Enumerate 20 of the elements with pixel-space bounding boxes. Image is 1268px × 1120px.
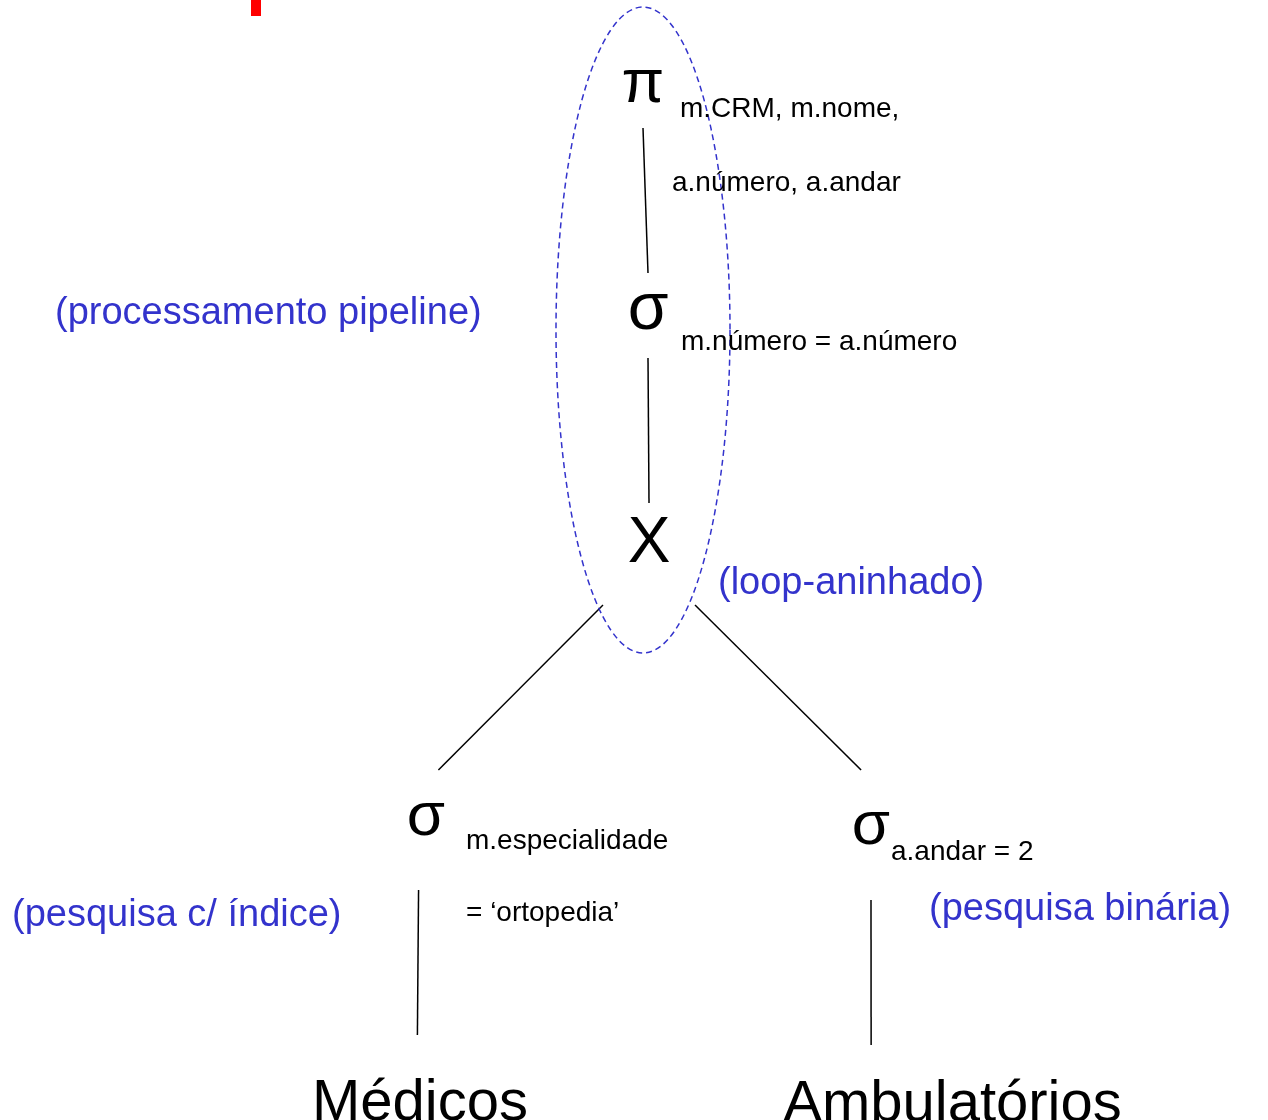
tree-line xyxy=(416,889,420,1036)
tree-line xyxy=(870,899,872,1046)
operator-condition: m.CRM, m.nome, a.número, a.andar xyxy=(672,91,902,199)
annotation: (pesquisa binária) xyxy=(929,886,1232,929)
tree-line xyxy=(694,604,862,771)
operator-symbol: σ xyxy=(406,783,446,845)
operator-condition: a.andar = 2 xyxy=(891,835,1034,867)
annotation: (pesquisa c/ índice) xyxy=(12,892,342,935)
tree-line xyxy=(437,604,604,771)
operator-condition: m.especialidade = ‘ortopedia’ xyxy=(466,823,670,929)
tree-line xyxy=(642,127,649,274)
relation-name: Médicos xyxy=(312,1070,528,1120)
tree-line xyxy=(647,357,650,504)
operator-symbol: σ xyxy=(627,272,669,339)
operator-symbol: π xyxy=(621,50,665,112)
operator-symbol: σ xyxy=(851,792,891,854)
annotation: (loop-aninhado) xyxy=(718,560,985,603)
annotation: (processamento pipeline) xyxy=(55,290,482,333)
operator-symbol: X xyxy=(627,508,671,572)
operator-condition: m.número = a.número xyxy=(681,325,958,357)
